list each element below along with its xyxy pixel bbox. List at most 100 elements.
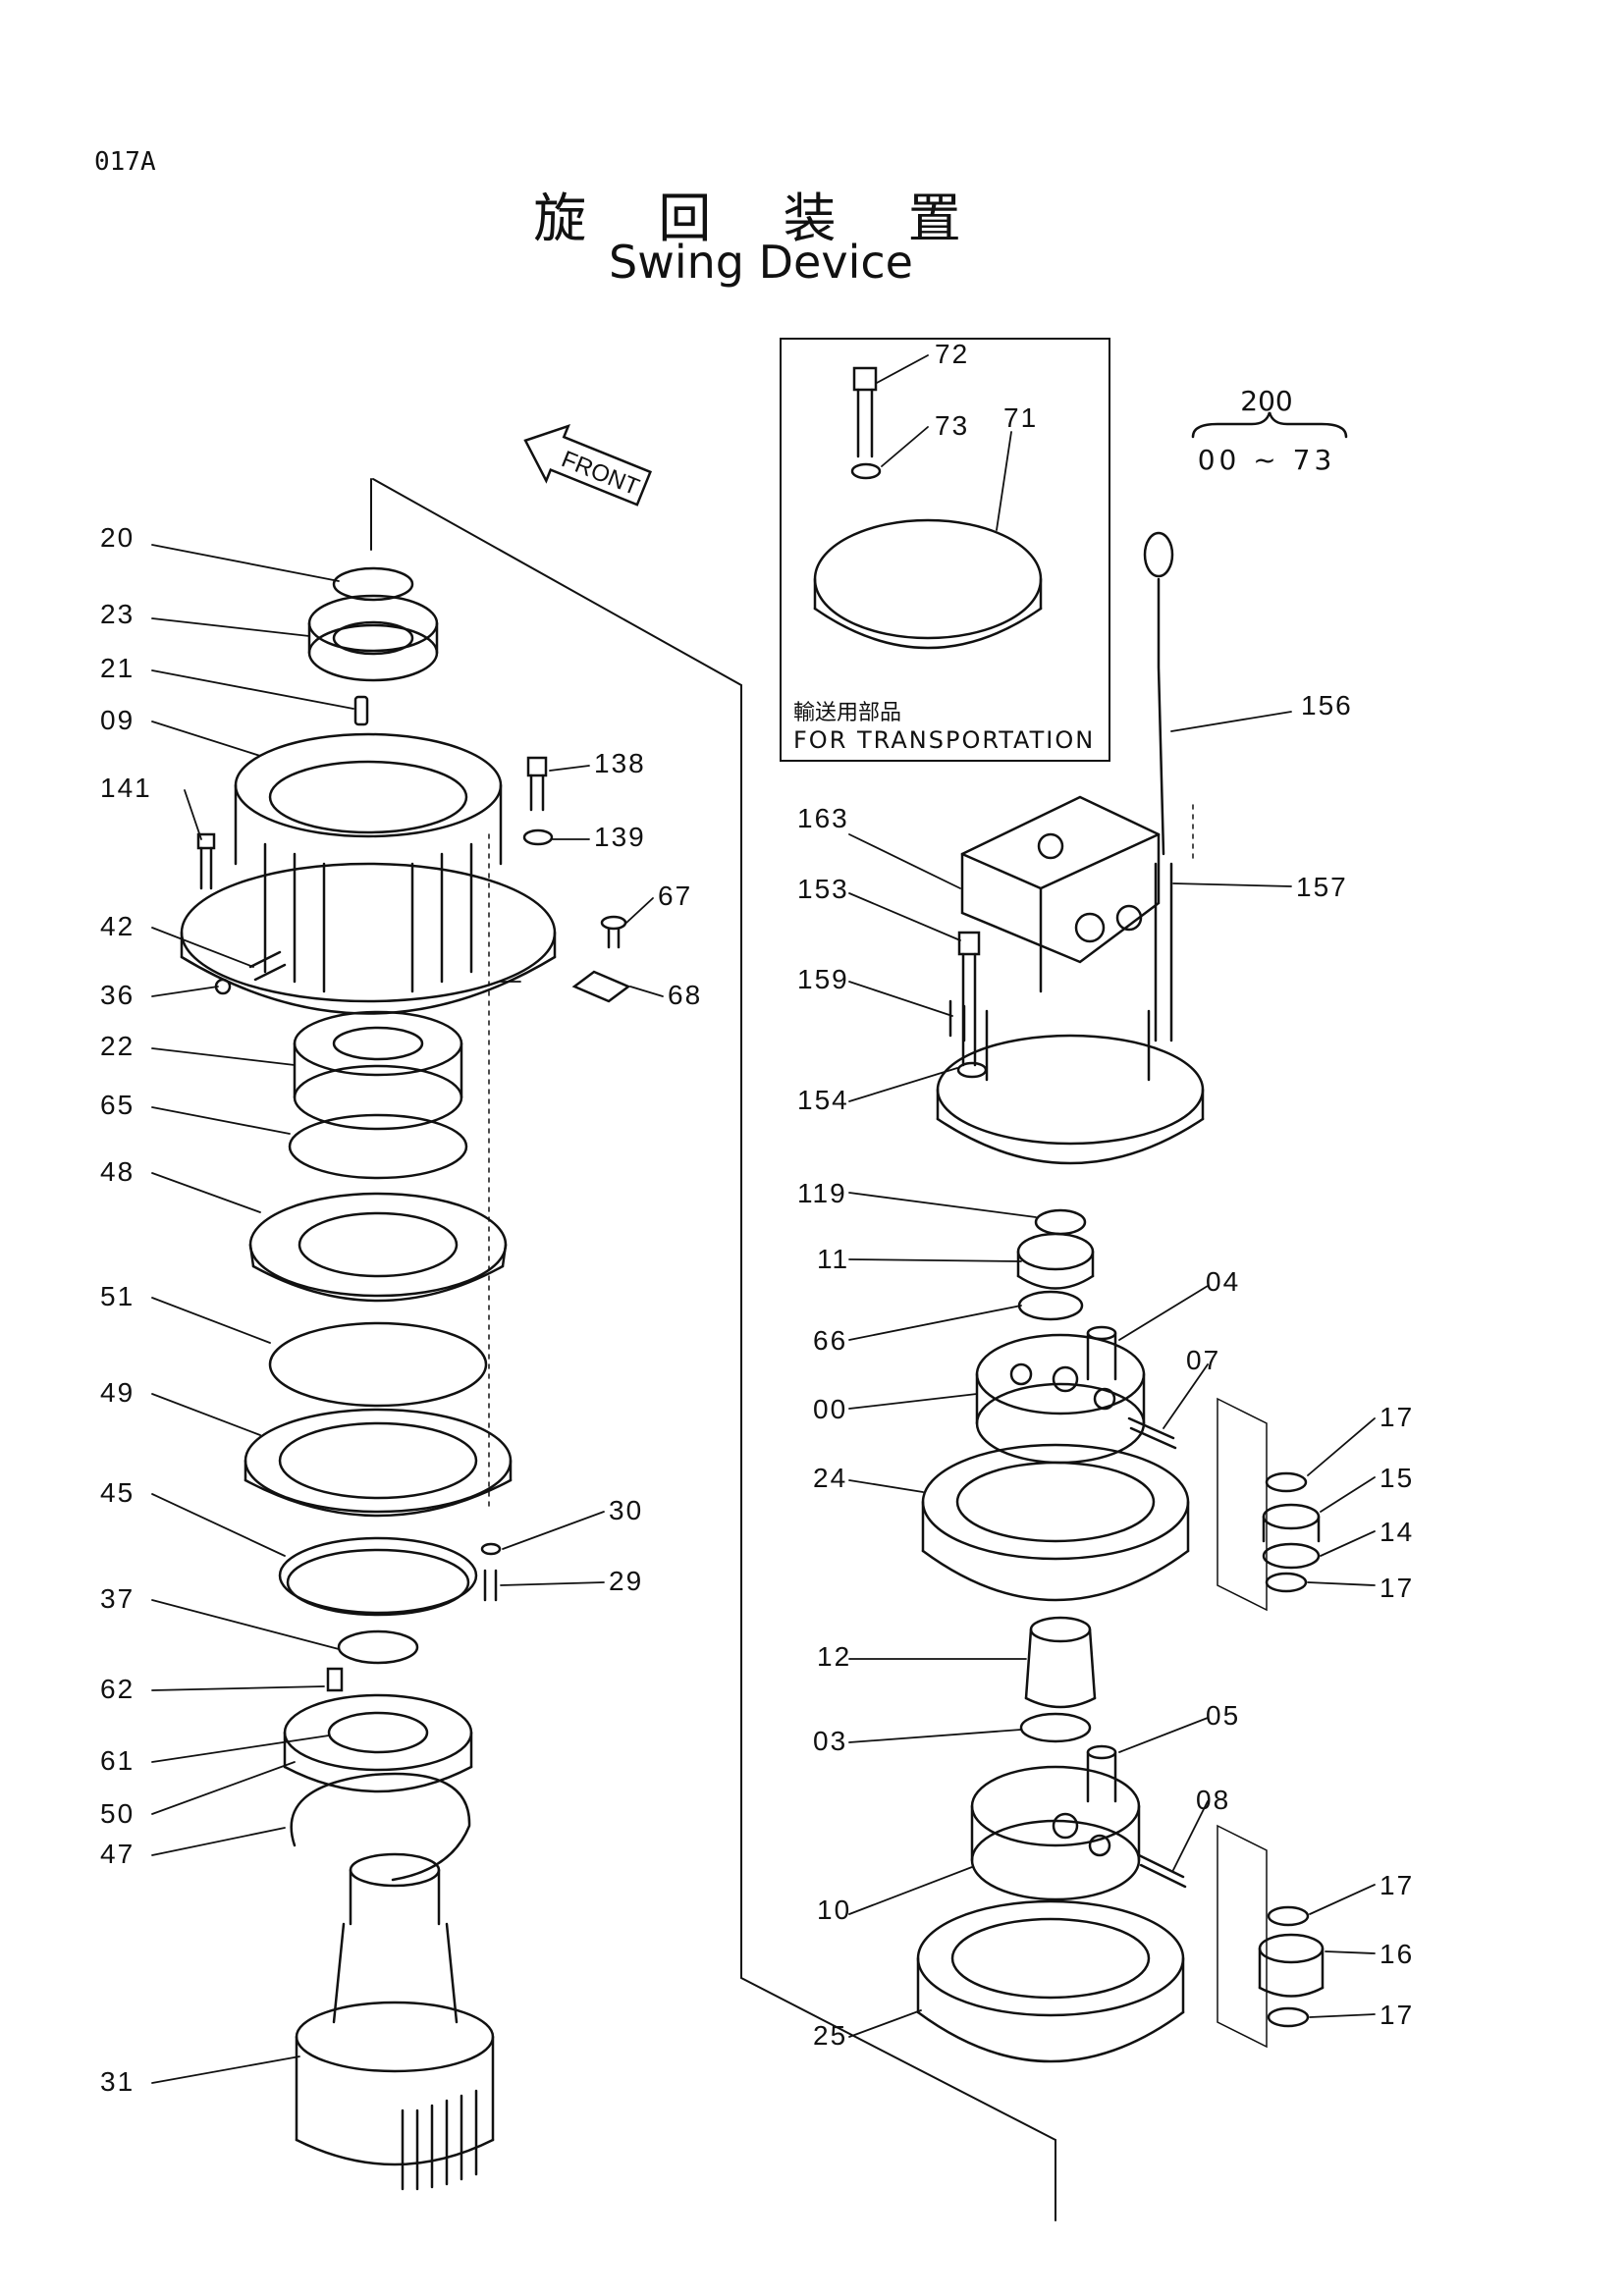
serial-range-code: 200: [1240, 385, 1293, 417]
callout-15: 15: [1380, 1463, 1415, 1493]
part-20-ring: [332, 566, 414, 602]
part-05-pin: [1086, 1744, 1117, 1803]
front-label: FRONT: [558, 446, 643, 501]
planet-group-outline: [1217, 1397, 1268, 1612]
callout-36: 36: [100, 980, 135, 1010]
part-22-bearing: [293, 1010, 463, 1131]
planet-group-outline-2: [1217, 1824, 1268, 2049]
callout-68: 68: [668, 980, 703, 1010]
part-03-plate: [1019, 1712, 1092, 1743]
callout-49: 49: [100, 1377, 135, 1408]
part-17-thrust-washer: [1265, 1471, 1308, 1493]
callout-65: 65: [100, 1090, 135, 1120]
callout-156: 156: [1301, 690, 1353, 721]
callout-42: 42: [100, 911, 135, 941]
part-163-motor: [960, 795, 1161, 993]
range-brace: [1191, 411, 1348, 439]
page-code: 017A: [94, 147, 156, 177]
part-68-plate: [571, 970, 631, 1003]
transport-label-japanese: 輸送用部品: [793, 701, 902, 725]
part-71-cover-plate: [813, 518, 1043, 650]
callout-04: 04: [1206, 1266, 1241, 1297]
part-47-ring: [290, 1772, 471, 1882]
part-73-washer: [850, 462, 882, 480]
callout-61: 61: [100, 1745, 135, 1776]
part-156-dipstick: [1143, 531, 1174, 856]
part-72-bolt: [852, 366, 878, 458]
callout-72: 72: [935, 339, 970, 369]
callout-17-a: 17: [1380, 1402, 1415, 1432]
callout-45: 45: [100, 1477, 135, 1508]
callout-16: 16: [1380, 1939, 1415, 1969]
callout-47: 47: [100, 1839, 135, 1869]
callout-05: 05: [1206, 1700, 1241, 1731]
part-14-bearing: [1262, 1542, 1321, 1570]
part-25-ring-gear: [916, 1899, 1185, 2063]
callout-17-c: 17: [1380, 1870, 1415, 1900]
callout-21: 21: [100, 653, 135, 683]
part-37-seal: [337, 1629, 419, 1665]
callout-17-d: 17: [1380, 2000, 1415, 2030]
callout-10: 10: [817, 1895, 852, 1925]
callout-159: 159: [797, 964, 849, 994]
page-title-japanese: 旋 回 装 置: [533, 187, 989, 249]
callout-00: 00: [813, 1394, 848, 1424]
part-45-seal: [278, 1536, 478, 1615]
part-09-housing: [180, 732, 557, 1015]
part-154-washer: [956, 1061, 988, 1079]
callout-17-b: 17: [1380, 1573, 1415, 1603]
part-motor-body: [936, 1009, 1205, 1165]
callout-14: 14: [1380, 1517, 1415, 1547]
callout-09: 09: [100, 705, 135, 735]
callout-25: 25: [813, 2020, 848, 2051]
part-04-pin: [1086, 1325, 1117, 1381]
callout-11: 11: [817, 1244, 850, 1274]
callout-67: 67: [658, 881, 693, 911]
callout-07: 07: [1186, 1345, 1221, 1375]
callout-23: 23: [100, 599, 135, 629]
part-07-pin: [1127, 1416, 1177, 1450]
part-10-carrier: [970, 1765, 1141, 1901]
callout-12: 12: [817, 1641, 852, 1672]
part-11-gear: [1016, 1232, 1095, 1290]
part-66-plate: [1017, 1290, 1084, 1321]
page-title: Swing Device: [609, 236, 913, 289]
callout-153: 153: [797, 874, 849, 904]
part-31-shaft: [295, 1852, 495, 2191]
callout-03: 03: [813, 1726, 848, 1756]
part-15-planet-gear: [1262, 1503, 1321, 1543]
part-159-plug: [948, 999, 966, 1042]
part-00-carrier: [975, 1333, 1146, 1465]
part-17-thrust-washer-b: [1267, 1905, 1310, 1927]
part-24-ring-gear: [921, 1443, 1190, 1602]
callout-31: 31: [100, 2066, 135, 2097]
part-16-planet-gear: [1258, 1933, 1325, 1998]
part-51-oring: [268, 1321, 488, 1408]
part-139-washer: [522, 828, 554, 846]
callout-163: 163: [797, 803, 849, 833]
callout-51: 51: [100, 1281, 135, 1311]
part-138-bolt: [526, 756, 548, 812]
part-30-washer: [480, 1542, 502, 1556]
part-65-oring: [288, 1113, 468, 1180]
callout-119: 119: [797, 1178, 847, 1208]
callout-24: 24: [813, 1463, 848, 1493]
callout-66: 66: [813, 1325, 848, 1356]
part-08-pin: [1137, 1853, 1187, 1889]
part-12-sun-gear: [1024, 1616, 1097, 1709]
callout-141: 141: [100, 773, 152, 803]
part-50-cover: [283, 1693, 473, 1793]
callout-154: 154: [797, 1085, 849, 1115]
part-48-cover: [248, 1192, 508, 1303]
part-119-ring: [1034, 1208, 1087, 1236]
callout-29: 29: [609, 1566, 644, 1596]
callout-157: 157: [1296, 872, 1348, 902]
callout-48: 48: [100, 1156, 135, 1187]
callout-50: 50: [100, 1798, 135, 1829]
part-153-bolt: [957, 931, 981, 1067]
callout-20: 20: [100, 522, 135, 553]
part-49-flange: [243, 1408, 513, 1518]
callout-22: 22: [100, 1031, 135, 1061]
part-17-thrust-washer-lower: [1265, 1572, 1308, 1593]
part-23-bearing: [307, 594, 439, 682]
